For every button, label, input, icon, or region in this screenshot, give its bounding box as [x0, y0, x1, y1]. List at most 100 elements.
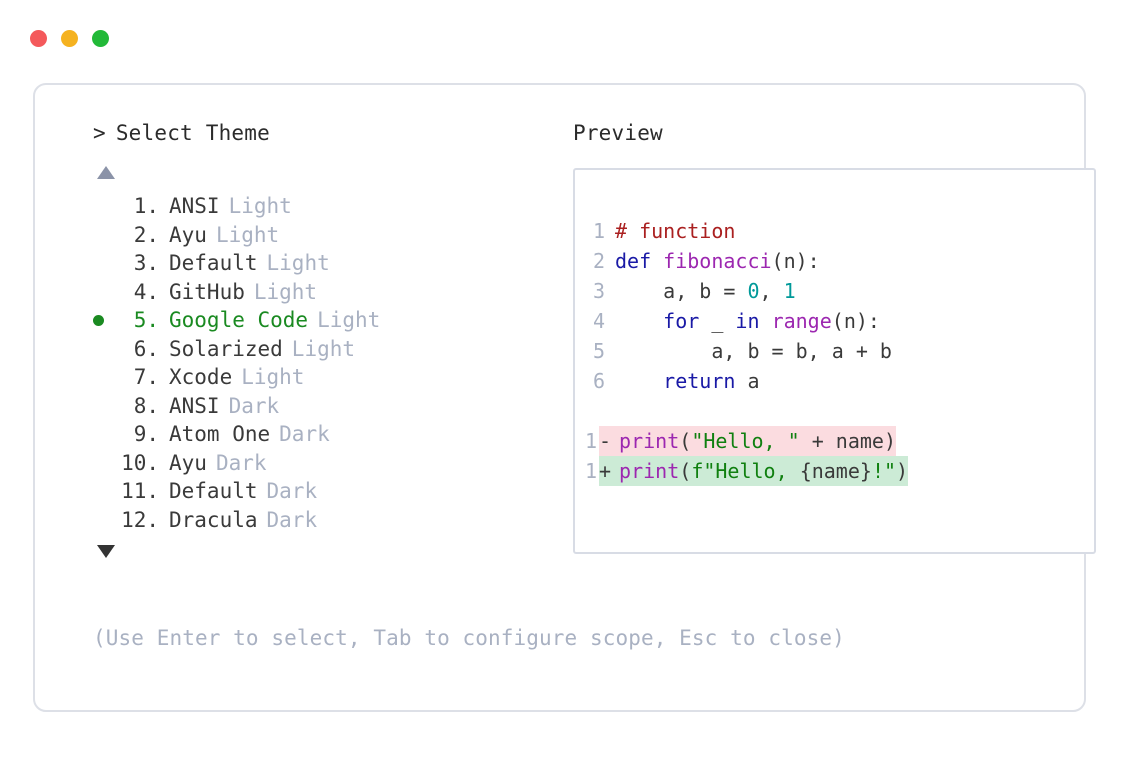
code-token: 0 — [747, 279, 760, 303]
theme-name: Default — [169, 251, 258, 275]
theme-variant: Dark — [215, 450, 267, 475]
code-token: (n): — [831, 309, 880, 333]
theme-name: Ayu — [169, 450, 207, 475]
diff-line-add: 1+print(f"Hello, {name}!") — [575, 456, 1094, 486]
code-token: def — [615, 249, 664, 273]
theme-name: ANSI — [169, 194, 220, 218]
theme-index: 11. — [121, 479, 159, 503]
theme-name: Google Code — [169, 308, 309, 332]
theme-name: Atom One — [169, 422, 271, 446]
code-token: "Hello, " — [691, 429, 800, 453]
theme-variant: Dark — [266, 479, 318, 503]
code-token: 1 — [783, 279, 796, 303]
selection-bullet-slot — [93, 314, 119, 326]
maximize-window-button[interactable] — [92, 30, 109, 47]
diff-sign: - — [599, 429, 612, 453]
window-titlebar — [30, 30, 109, 47]
theme-index: 9. — [133, 422, 159, 446]
theme-index: 12. — [121, 507, 159, 532]
code-line-content: a, b = 0, 1 — [615, 276, 796, 306]
code-token: !" — [871, 459, 897, 483]
code-token: + name) — [799, 429, 897, 453]
code-token: a — [735, 369, 760, 393]
code-token — [760, 309, 772, 333]
code-line: 4 for _ in range(n): — [575, 306, 1094, 336]
code-line-content: # function — [615, 216, 735, 246]
theme-list-item[interactable]: 2. Ayu Light — [93, 221, 543, 250]
theme-name: GitHub — [169, 279, 245, 304]
theme-index: 4. — [133, 279, 159, 304]
line-number: 4 — [593, 309, 606, 333]
scroll-down-icon[interactable] — [97, 545, 115, 558]
diff-line-number: 1 — [585, 459, 598, 483]
code-token: {name} — [799, 459, 872, 483]
code-token: in — [735, 309, 760, 333]
code-token: ( — [679, 429, 692, 453]
code-token: ( — [679, 459, 692, 483]
theme-variant: Dark — [228, 393, 280, 418]
diff-highlight: +print(f"Hello, {name}!") — [599, 456, 909, 486]
theme-index: 5. — [133, 308, 159, 332]
theme-variant: Light — [291, 336, 356, 361]
prompt-caret-icon: > — [93, 121, 106, 145]
minimize-window-button[interactable] — [61, 30, 78, 47]
code-token: for — [663, 309, 700, 333]
theme-variant: Light — [253, 279, 318, 304]
code-token: return — [663, 369, 736, 393]
close-window-button[interactable] — [30, 30, 47, 47]
scroll-up-icon[interactable] — [97, 166, 115, 179]
diff-line-number: 1 — [585, 429, 598, 453]
theme-name: Default — [169, 479, 258, 503]
theme-name: Dracula — [169, 507, 258, 532]
line-number: 5 — [593, 339, 606, 363]
code-line-content: a, b = b, a + b — [615, 336, 892, 366]
theme-list-item[interactable]: 5. Google Code Light — [93, 306, 543, 335]
diff-highlight: -print("Hello, " + name) — [599, 426, 897, 456]
code-token: , — [759, 279, 784, 303]
keyboard-hint-text: (Use Enter to select, Tab to configure s… — [93, 626, 845, 650]
theme-list-item[interactable]: 11. Default Dark — [93, 477, 543, 506]
code-token: ) — [896, 459, 909, 483]
theme-index: 2. — [133, 222, 159, 247]
line-number: 1 — [593, 219, 606, 243]
theme-list-item[interactable]: 4. GitHub Light — [93, 278, 543, 307]
code-token — [615, 369, 663, 393]
code-token: f"Hello, — [691, 459, 800, 483]
code-line-content: for _ in range(n): — [615, 306, 880, 336]
theme-variant: Light — [317, 308, 381, 332]
code-token: fibonacci — [663, 249, 772, 273]
code-token: range — [771, 309, 832, 333]
page-title: > Select Theme — [93, 123, 543, 144]
diff-line-del: 1-print("Hello, " + name) — [575, 426, 1094, 456]
code-token: print — [619, 429, 680, 453]
theme-index: 8. — [133, 393, 159, 418]
theme-name: Xcode — [169, 365, 233, 389]
theme-variant: Light — [215, 222, 280, 247]
theme-name: Ayu — [169, 222, 207, 247]
line-number: 3 — [593, 279, 606, 303]
preview-label: Preview — [573, 121, 663, 145]
line-number: 6 — [593, 369, 606, 393]
code-line: 3 a, b = 0, 1 — [575, 276, 1094, 306]
theme-index: 1. — [133, 194, 159, 218]
code-line: 6 return a — [575, 366, 1094, 396]
code-token: _ — [699, 309, 736, 333]
